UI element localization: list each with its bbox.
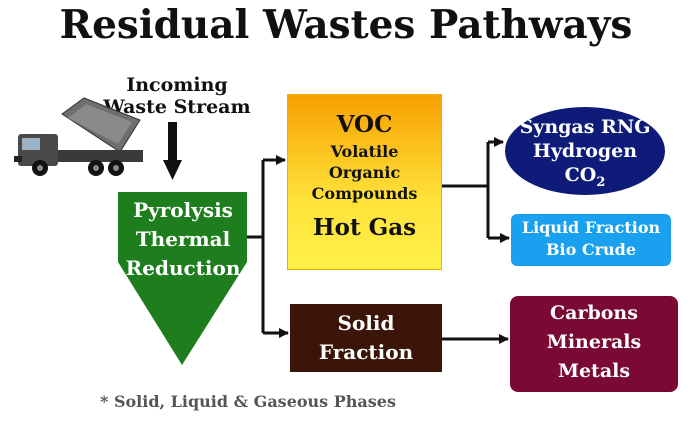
voc-sub-line3: Compounds	[311, 184, 418, 203]
metals-line: Metals	[557, 360, 631, 382]
liquid-fraction-box: Liquid Fraction Bio Crude	[511, 214, 671, 266]
pyrolysis-line1: Pyrolysis	[133, 198, 233, 222]
connector-lines	[247, 137, 510, 344]
pyrolysis-shape	[118, 192, 247, 365]
syngas-line3: CO2	[564, 164, 606, 190]
diagram-title: Residual Wastes Pathways	[59, 2, 633, 48]
voc-title: VOC	[336, 111, 393, 138]
syngas-line1: Syngas RNG	[519, 116, 651, 138]
solid-line2: Fraction	[318, 340, 414, 364]
incoming-line1: Incoming	[126, 74, 228, 96]
liquid-line2: Bio Crude	[545, 240, 636, 259]
pyrolysis-label: Pyrolysis Thermal Reduction	[118, 196, 248, 283]
phases-footnote: * Solid, Liquid & Gaseous Phases	[100, 392, 396, 411]
hot-gas-label: Hot Gas	[312, 214, 417, 241]
pyrolysis-line3: Reduction	[125, 256, 241, 280]
incoming-arrow	[163, 122, 182, 180]
minerals-line: Minerals	[546, 331, 642, 353]
solid-products-box: Carbons Minerals Metals	[510, 296, 678, 392]
incoming-line2: Waste Stream	[103, 96, 251, 118]
syngas-ellipse: Syngas RNG Hydrogen CO2	[505, 107, 665, 195]
voc-box: VOC Volatile Organic Compounds Hot Gas	[287, 94, 442, 270]
incoming-waste-label: Incoming Waste Stream	[82, 74, 272, 118]
solid-fraction-box: Solid Fraction	[290, 304, 442, 372]
co2-subscript: 2	[596, 174, 606, 190]
dump-truck-icon	[14, 97, 143, 176]
carbons-line: Carbons	[550, 302, 638, 324]
solid-line1: Solid	[337, 311, 395, 335]
liquid-line1: Liquid Fraction	[521, 218, 661, 237]
voc-sub-line1: Volatile	[330, 142, 399, 161]
pyrolysis-line2: Thermal	[135, 227, 231, 251]
syngas-line2: Hydrogen	[532, 140, 638, 162]
voc-sub-line2: Organic	[328, 163, 401, 182]
